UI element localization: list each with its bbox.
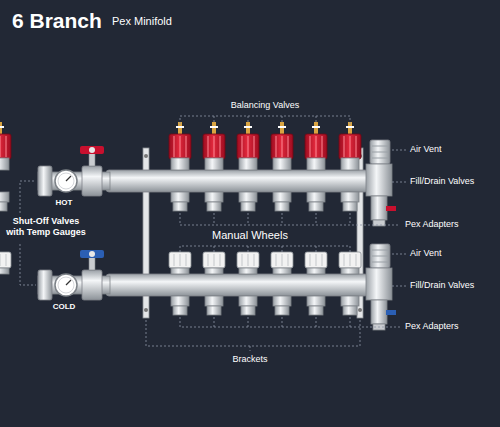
diagram-title: 6 Branch bbox=[12, 8, 102, 33]
part-label: Pex Adapters bbox=[405, 321, 459, 332]
supply-pipe bbox=[106, 170, 368, 192]
part-label: Manual Wheels bbox=[212, 229, 288, 242]
air-vent-assembly bbox=[366, 140, 396, 330]
subtitle: Pex Minifold bbox=[112, 15, 172, 28]
part-label: Pex Adapters bbox=[405, 219, 459, 230]
part-label: Balancing Valves bbox=[231, 100, 299, 111]
part-label: Air Vent bbox=[410, 248, 442, 259]
part-label: Fill/Drain Valves bbox=[410, 176, 474, 187]
hot-handle bbox=[80, 146, 104, 154]
pex-adapter bbox=[0, 192, 359, 315]
part-label: Air Vent bbox=[410, 144, 442, 155]
part-label: Fill/Drain Valves bbox=[410, 280, 474, 291]
drain-handle bbox=[386, 206, 396, 211]
part-label: Shut-Off Valves with Temp Gauges bbox=[4, 216, 88, 238]
drain-handle bbox=[386, 310, 396, 315]
valve-label: HOT bbox=[56, 198, 73, 208]
cold-handle bbox=[80, 250, 104, 258]
part-label: Brackets bbox=[232, 354, 267, 365]
balancing-valve bbox=[0, 122, 361, 170]
valve-label: COLD bbox=[53, 302, 76, 312]
manual-wheel bbox=[0, 252, 361, 274]
return-pipe bbox=[106, 274, 368, 296]
